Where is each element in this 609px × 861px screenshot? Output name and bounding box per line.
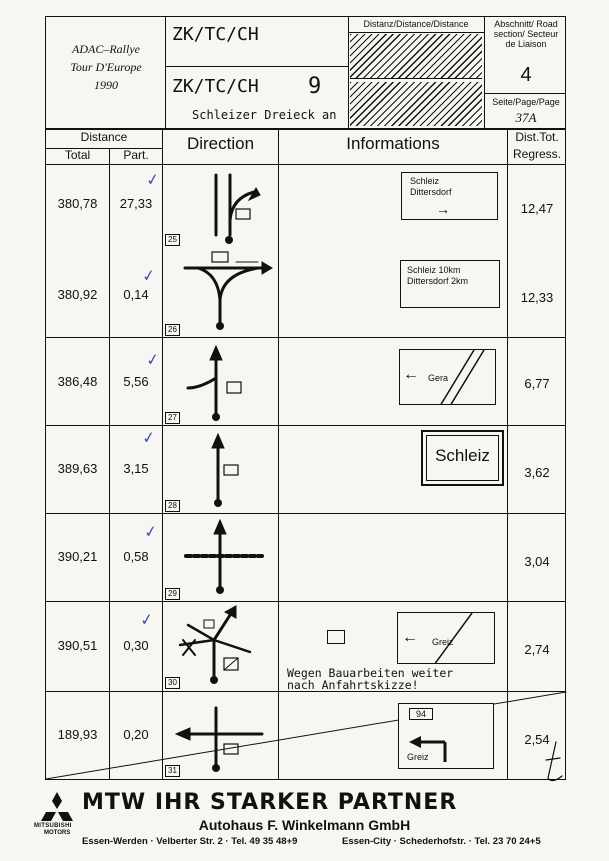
rally-year: 1990	[94, 78, 118, 92]
regress-distance: 3,04	[524, 554, 550, 569]
sign-line: Schleiz	[410, 176, 440, 186]
detour-note-line: nach Anfahrtskizze!	[287, 678, 419, 692]
total-distance: 189,93	[57, 727, 98, 742]
arrow-left-icon: ←	[403, 366, 419, 383]
direction-sign: 94 Greiz	[398, 703, 494, 769]
direction-sign: ← Greiz	[397, 612, 495, 664]
row-number: 27	[165, 412, 180, 424]
total-distance: 390,51	[57, 638, 98, 653]
route-number: 94	[409, 708, 433, 720]
row-number: 28	[165, 500, 180, 512]
brand-name: MITSUBISHI	[34, 823, 72, 829]
row-number: 30	[165, 677, 180, 689]
sign-place: Greiz	[432, 637, 454, 647]
col-distance: Distance	[80, 130, 128, 144]
part-distance: 0,30	[123, 638, 149, 653]
junction-diagram-6	[178, 605, 252, 684]
col-regress: Regress.	[512, 147, 562, 161]
regress-distance: 12,33	[520, 290, 554, 305]
row-number: 25	[165, 234, 180, 246]
distance-hatch-bottom	[350, 82, 482, 126]
regress-distance: 2,54	[524, 732, 550, 747]
col-part: Part.	[123, 148, 149, 162]
regress-distance: 12,47	[520, 201, 554, 216]
zk-place: Schleizer Dreieck an	[192, 108, 337, 122]
col-direction: Direction	[186, 134, 255, 153]
total-distance: 380,78	[57, 196, 98, 211]
col-informations: Informations	[346, 134, 440, 153]
total-distance: 390,21	[57, 549, 98, 564]
rally-name: ADAC–Rallye	[72, 42, 140, 56]
sign-place: Greiz	[407, 752, 429, 762]
direction-sign: ← Gera	[399, 349, 496, 405]
sign-place: Gera	[428, 373, 449, 383]
page-header: Seite/Page/Page	[492, 97, 560, 107]
regress-distance: 2,74	[524, 642, 550, 657]
zk-bottom-label: ZK/TC/CH	[172, 76, 259, 97]
junction-diagram-7	[174, 706, 264, 772]
junction-diagram-4	[211, 432, 239, 507]
part-distance: 3,15	[123, 461, 149, 476]
part-distance: 27,33	[119, 196, 153, 211]
regress-distance: 6,77	[524, 376, 550, 391]
sign-line: Schleiz 10km	[407, 265, 461, 275]
total-distance: 380,92	[57, 287, 98, 302]
sign-line: Dittersdorf	[410, 187, 452, 197]
header-frame	[45, 16, 566, 129]
zk-number: 9	[308, 74, 322, 99]
section-number: 4	[520, 64, 532, 86]
distance-hatch-top	[350, 34, 482, 79]
row-number: 29	[165, 588, 180, 600]
dealer-name: Autohaus F. Winkelmann GmbH	[198, 817, 411, 833]
note-icon	[327, 630, 345, 644]
mitsubishi-logo	[41, 792, 73, 821]
junction-diagram-3	[186, 344, 242, 421]
distance-header: Distanz/Distance/Distance	[363, 19, 469, 29]
arrow-left-icon	[409, 736, 447, 762]
direction-sign: Schleiz Dittersdorf →	[401, 172, 498, 220]
row-number: 26	[165, 324, 180, 336]
page-number: 37A	[515, 110, 537, 125]
direction-sign: Schleiz 10km Dittersdorf 2km	[400, 260, 500, 308]
brand-subname: MOTORS	[44, 830, 71, 836]
rally-subtitle: Tour D'Europe	[70, 60, 142, 74]
address-right: Essen-City · Schederhofstr. · Tel. 23 70…	[342, 836, 541, 847]
arrow-right-icon: →	[436, 201, 450, 217]
section-header: Abschnitt/ Road section/ Secteur de Liai…	[493, 19, 559, 49]
junction-diagram-5	[184, 518, 264, 594]
town-sign: Schleiz	[421, 430, 504, 486]
part-distance: 0,58	[123, 549, 149, 564]
town-name: Schleiz	[435, 446, 490, 465]
total-distance: 389,63	[57, 461, 98, 476]
junction-diagram-1	[214, 173, 261, 244]
table-frame	[45, 129, 566, 780]
col-dist-tot: Dist.Tot.	[515, 130, 559, 144]
arrow-left-icon: ←	[402, 629, 418, 646]
part-distance: 5,56	[123, 374, 149, 389]
rally-title: ADAC–Rallye Tour D'Europe 1990	[50, 40, 162, 94]
part-distance: 0,14	[123, 287, 149, 302]
total-distance: 386,48	[57, 374, 98, 389]
col-total: Total	[64, 148, 91, 162]
footer-headline: MTW IHR STARKER PARTNER	[82, 790, 458, 815]
part-distance: 0,20	[123, 727, 149, 742]
zk-top-label: ZK/TC/CH	[172, 24, 259, 45]
sign-stripe-icon	[434, 613, 473, 663]
address-left: Essen-Werden · Velberter Str. 2 · Tel. 4…	[82, 836, 298, 847]
sign-line: Dittersdorf 2km	[407, 276, 469, 286]
regress-distance: 3,62	[524, 465, 550, 480]
row-number: 31	[165, 765, 180, 777]
junction-diagram-2	[183, 251, 273, 330]
detour-note-line: Wegen Bauarbeiten weiter	[287, 666, 454, 680]
detour-note: Wegen Bauarbeiten weiter nach Anfahrtski…	[287, 667, 453, 691]
sign-stripe-icon	[440, 350, 485, 404]
